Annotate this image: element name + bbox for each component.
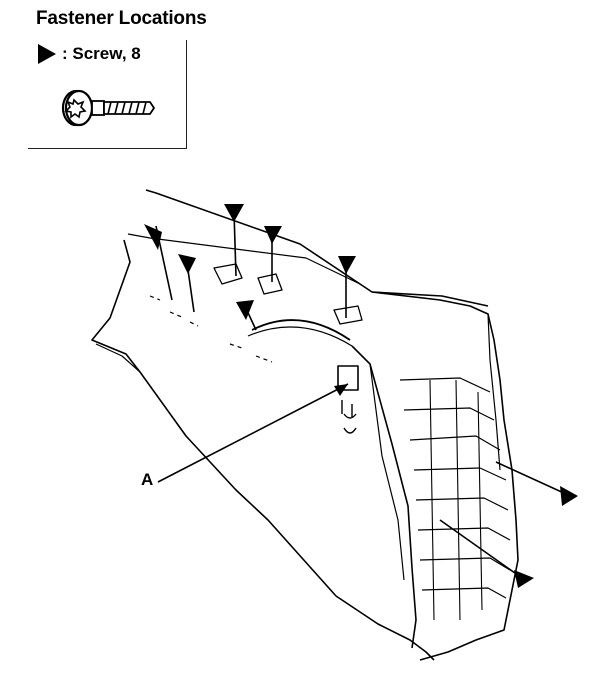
screw-marker (338, 256, 356, 274)
screw-marker (514, 570, 534, 588)
callout-a-leader (157, 383, 349, 483)
screw-marker (224, 204, 244, 222)
legend-row: : Screw, 8 (38, 44, 141, 64)
legend-label: : Screw, 8 (62, 44, 141, 63)
callout-a-label: A (141, 470, 154, 489)
screw-icon (61, 89, 156, 127)
callout-a-arrowhead (334, 384, 348, 396)
screw-marker (178, 254, 196, 274)
triangle-marker-icon (38, 44, 56, 64)
screw-marker (144, 224, 162, 250)
legend-box: : Screw, 8 (28, 40, 187, 149)
fastener-markers (144, 204, 578, 588)
panel-left-edge (91, 239, 435, 661)
screw-marker (236, 300, 254, 320)
clip-a (337, 365, 359, 391)
screw-marker (560, 486, 578, 506)
screw-marker (264, 226, 282, 244)
diagram-title: Fastener Locations (36, 8, 207, 29)
panel-top-edge (145, 189, 489, 307)
panel-opening (251, 319, 351, 341)
